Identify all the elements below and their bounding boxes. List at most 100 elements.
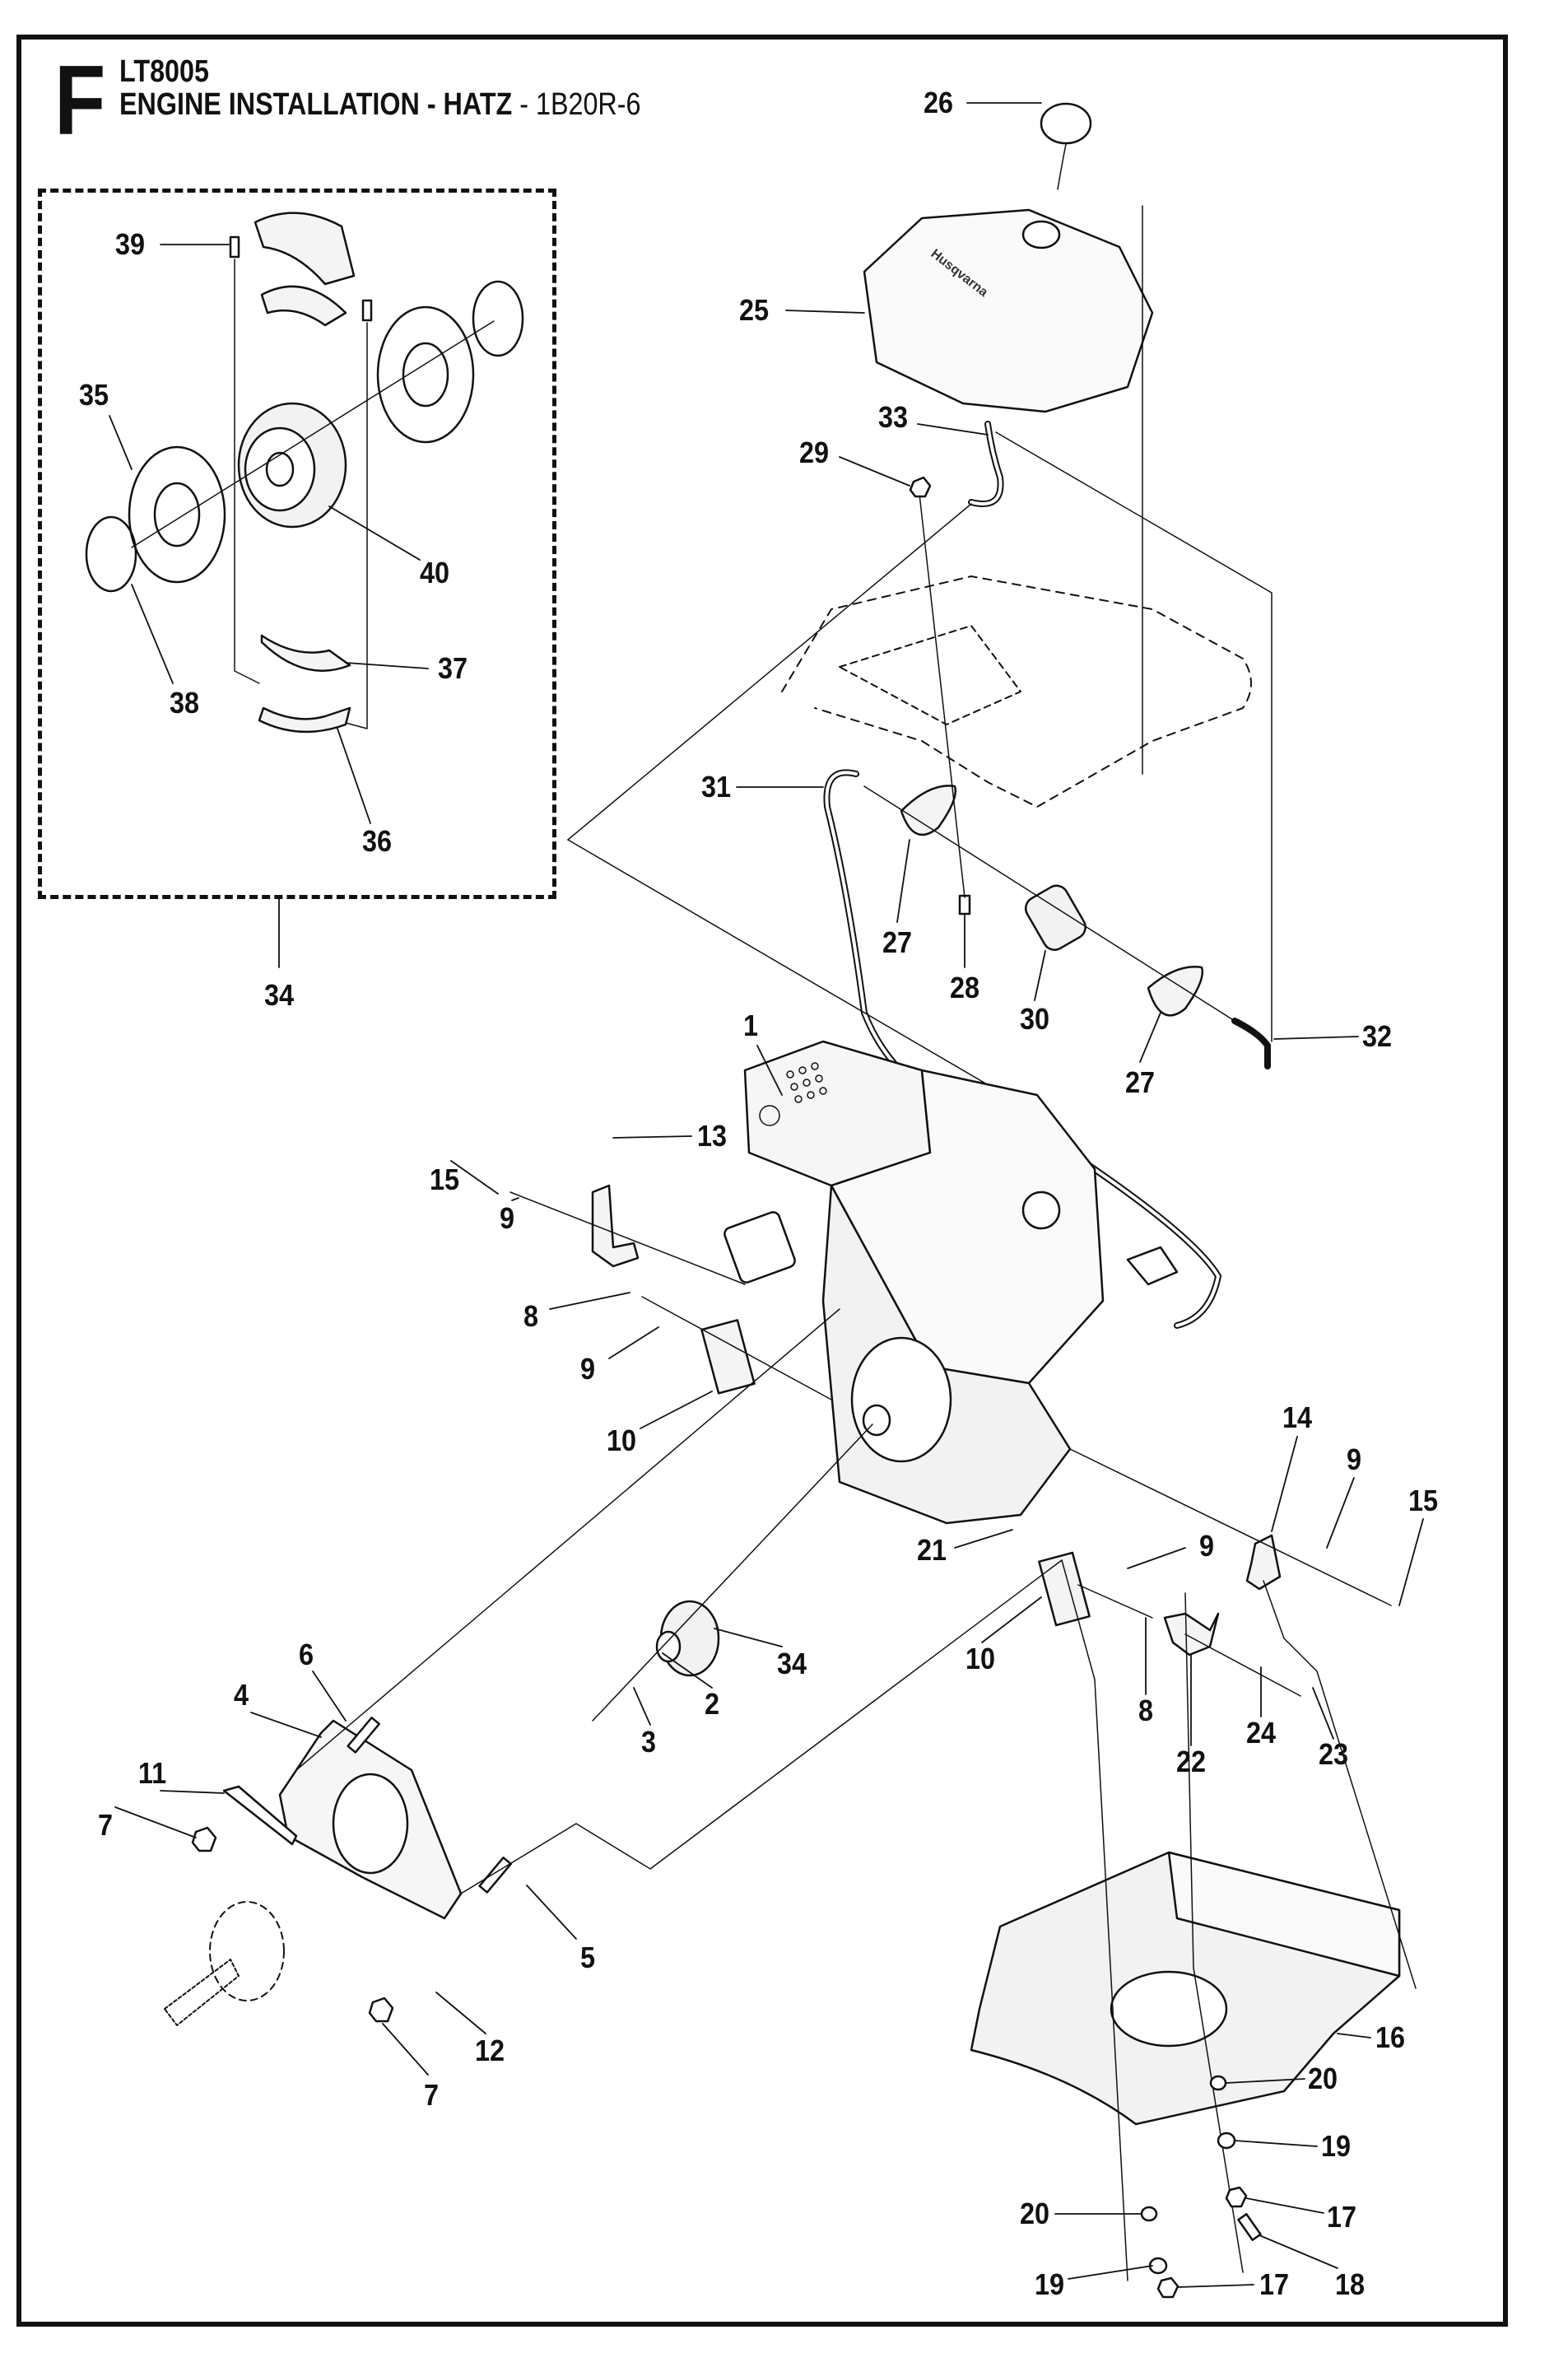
clutch-hub-bore xyxy=(265,451,295,487)
clutch-kit-parts xyxy=(85,212,524,734)
callout-6: 6 xyxy=(298,1638,314,1671)
engine-pto-flange xyxy=(850,1336,952,1463)
fuel-cap xyxy=(1040,102,1092,145)
hose-axis-to-engine-2 xyxy=(567,839,1063,1129)
axis-clutch xyxy=(592,1423,873,1722)
mount-block-left xyxy=(700,1319,756,1395)
engine-guard-side xyxy=(1167,1851,1401,1978)
callout-27-left: 27 xyxy=(882,925,913,959)
callout-1: 1 xyxy=(742,1009,759,1042)
model-number: LT8005 xyxy=(119,54,209,89)
guard-axis-right xyxy=(1263,1580,1417,1989)
callout-38: 38 xyxy=(169,686,200,720)
lock-plate xyxy=(222,1785,298,1846)
fuel-axis xyxy=(863,785,1235,1022)
title-main: ENGINE INSTALLATION - HATZ xyxy=(119,86,513,122)
callout-23: 23 xyxy=(1318,1737,1349,1771)
axis-upper-bracket xyxy=(509,1191,746,1285)
engine-start-handle xyxy=(1126,1246,1179,1286)
callout-16: 16 xyxy=(1375,2020,1406,2054)
callout-8-right: 8 xyxy=(1138,1694,1154,1727)
callout-11: 11 xyxy=(137,1756,167,1790)
callout-26: 26 xyxy=(923,86,954,119)
callout-27-right: 27 xyxy=(1124,1065,1156,1099)
throttle-bracket xyxy=(1163,1612,1220,1656)
short-fuel-hose xyxy=(1231,1018,1271,1069)
callout-7-bottom: 7 xyxy=(423,2078,440,2112)
callout-9-b: 9 xyxy=(579,1352,596,1386)
clutch-disc-left-hole xyxy=(153,482,201,547)
tank-hose-leader xyxy=(995,431,1273,1042)
tank-nut xyxy=(909,476,932,498)
callout-25: 25 xyxy=(738,293,770,327)
engine-air-filter xyxy=(724,1211,796,1284)
clutch-disc-left xyxy=(128,445,226,584)
callout-15-left: 15 xyxy=(429,1163,460,1196)
callout-19-right: 19 xyxy=(1320,2129,1352,2163)
callout-37: 37 xyxy=(437,651,468,685)
callout-9-c: 9 xyxy=(1346,1442,1362,1476)
washer-20a xyxy=(1209,2075,1227,2091)
callout-39: 39 xyxy=(114,227,146,261)
callout-7-left: 7 xyxy=(97,1808,114,1842)
clutch-shoe-bottom xyxy=(258,706,351,734)
axis-bolt-right xyxy=(1077,1584,1153,1619)
fuel-tank-parts: Husqvarna xyxy=(863,102,1154,775)
callout-20-right: 20 xyxy=(1307,2062,1338,2095)
engine-bracket-right xyxy=(1245,1534,1282,1591)
fuel-tank-body xyxy=(863,208,1154,413)
callout-31: 31 xyxy=(700,770,732,804)
clutch-spring-2 xyxy=(361,299,373,322)
clamp-screw-line xyxy=(919,493,965,898)
callout-10-right: 10 xyxy=(965,1642,996,1675)
callout-18: 18 xyxy=(1334,2267,1366,2301)
axis-plate-upper xyxy=(295,1308,840,1771)
hose-axis-to-engine xyxy=(567,503,972,841)
clutch-lining-top xyxy=(260,285,347,327)
stud-lower xyxy=(478,1857,512,1894)
callout-34-kit: 34 xyxy=(263,978,295,1012)
callout-leaders xyxy=(109,102,1424,2288)
page-title: ENGINE INSTALLATION - HATZ - 1B20R-6 xyxy=(119,86,641,122)
callout-9-a: 9 xyxy=(499,1201,515,1235)
frame-bracket-dashed xyxy=(839,625,1021,725)
fuel-cap-strap xyxy=(1057,143,1067,190)
spring-guide-left xyxy=(234,259,260,684)
retaining-ring-left xyxy=(85,515,137,593)
engine-plate-opening xyxy=(332,1773,409,1875)
callout-9-d: 9 xyxy=(1198,1529,1215,1563)
callout-12: 12 xyxy=(474,2034,505,2067)
callout-10-left: 10 xyxy=(606,1423,637,1457)
washer-20b xyxy=(1140,2206,1158,2222)
fuel-filter xyxy=(1024,884,1086,951)
nut-17b xyxy=(1156,2276,1179,2299)
callout-14: 14 xyxy=(1282,1400,1313,1434)
fuel-tank-neck xyxy=(1021,220,1061,249)
callout-19-left: 19 xyxy=(1034,2267,1065,2301)
clutch-spring-1 xyxy=(229,235,240,259)
engine-pto-shaft xyxy=(862,1404,891,1437)
clutch-disc-right xyxy=(376,305,475,444)
nut-bottom xyxy=(368,1997,394,2023)
callout-20-left: 20 xyxy=(1019,2197,1050,2230)
callout-40: 40 xyxy=(419,556,450,589)
clutch-hub-face xyxy=(244,426,316,512)
callout-34-assembly: 34 xyxy=(776,1647,807,1680)
engine-vent-holes xyxy=(759,1062,827,1126)
title-separator: - xyxy=(512,86,537,122)
engine-guard-parts xyxy=(970,1559,1417,2299)
callout-21: 21 xyxy=(916,1533,947,1567)
callout-28: 28 xyxy=(949,971,980,1004)
callout-13: 13 xyxy=(696,1119,728,1153)
title-code: 1B20R-6 xyxy=(536,86,641,122)
callout-4: 4 xyxy=(233,1678,249,1712)
mount-block-right xyxy=(1038,1551,1091,1627)
callout-33: 33 xyxy=(877,400,909,434)
stud-upper xyxy=(347,1717,380,1754)
callout-32: 32 xyxy=(1361,1019,1393,1053)
frame-outline-dashed xyxy=(781,575,1252,808)
guard-axis-mid xyxy=(1184,1592,1244,2273)
engine-parts xyxy=(724,1040,1179,1525)
axis-mount-left xyxy=(641,1296,832,1400)
